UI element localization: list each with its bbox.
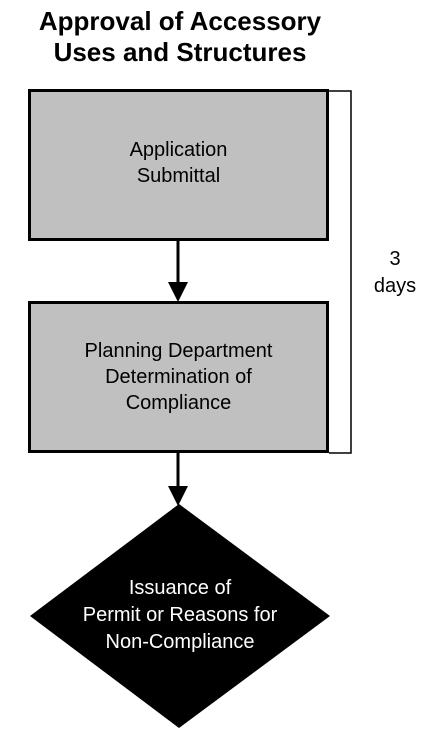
decision-diamond [30, 504, 330, 728]
step-label-line: Submittal [136, 165, 221, 187]
step-planning-determination: Planning Department Determination of Com… [28, 301, 329, 453]
decision-label-line: Permit or Reasons for [82, 604, 278, 626]
decision-label: Issuance of Permit or Reasons for Non-Co… [30, 575, 330, 656]
step-label-line: Compliance [125, 392, 232, 414]
step-label-line: Determination of [105, 366, 252, 388]
arrowhead-determination-to-decision [168, 486, 188, 506]
step-label-line: Application [129, 139, 228, 161]
duration-label: 3 days [360, 246, 430, 300]
decision-label-line: Non-Compliance [105, 631, 255, 653]
arrowhead-submittal-to-determination [168, 282, 188, 302]
step-label-line: Planning Department [84, 340, 273, 362]
duration-unit: days [373, 275, 417, 297]
step-application-submittal: Application Submittal [28, 89, 329, 241]
diagram-title-line-1: Approval of Accessory [38, 6, 322, 36]
diagram-title: Approval of Accessory Uses and Structure… [0, 6, 360, 68]
duration-value: 3 [389, 248, 401, 270]
decision-label-line: Issuance of [128, 577, 232, 599]
diagram-title-line-2: Uses and Structures [53, 37, 307, 67]
duration-bracket [329, 90, 352, 454]
